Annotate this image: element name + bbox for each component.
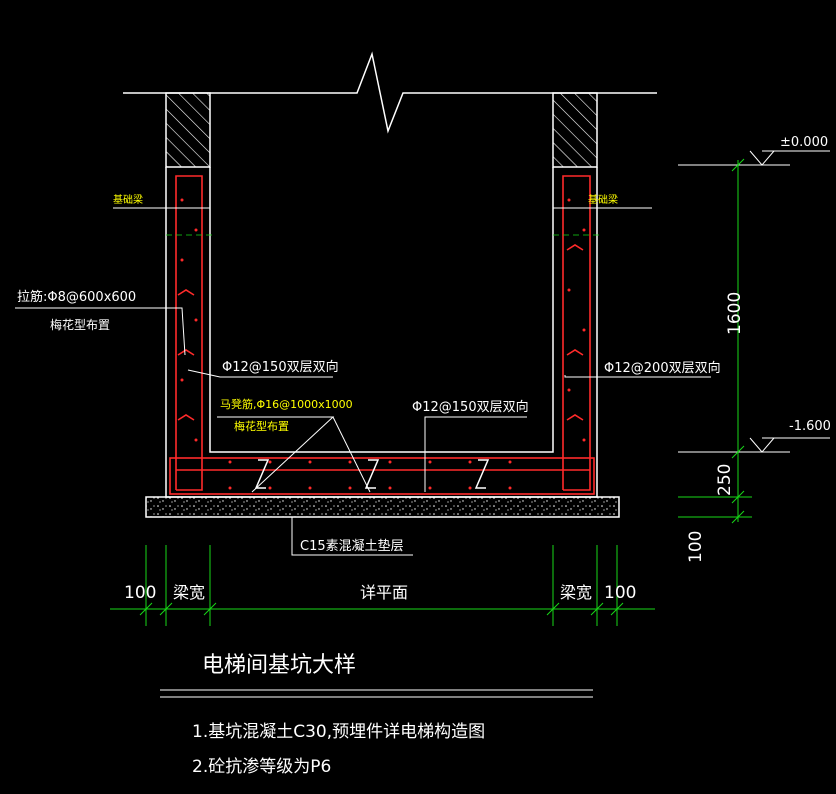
chair-bars [254, 459, 490, 489]
tie-bar-label: 拉筋:Φ8@600x600 [17, 289, 136, 305]
tie-bar-layout-label: 梅花型布置 [50, 317, 110, 332]
slab-rebar-label: Φ12@150双层双向 [412, 399, 529, 415]
dim-100-left: 100 [124, 583, 156, 603]
right-wall-hatch [552, 92, 598, 168]
ground-line [123, 51, 657, 134]
dim-1600: 1600 [725, 292, 745, 335]
cushion-label: C15素混凝土垫层 [300, 538, 404, 554]
note-2: 2.砼抗渗等级为P6 [192, 757, 331, 777]
chair-bar-label: 马凳筋,Φ16@1000x1000 [220, 397, 353, 411]
beam-label-left: 基础梁 [113, 193, 143, 206]
dim-100-right: 100 [604, 583, 636, 603]
wall-rebar-right-label: Φ12@200双层双向 [604, 360, 721, 376]
horizontal-dimensions [110, 545, 655, 626]
chair-bar-layout-label: 梅花型布置 [234, 419, 289, 433]
dim-see-plan: 详平面 [360, 583, 408, 602]
title-underline [160, 689, 593, 698]
elevation-pit-label: -1.600 [789, 419, 831, 434]
rebar-dots [180, 198, 586, 490]
left-wall-hatch [165, 92, 211, 168]
drawing-title: 电梯间基坑大样 [202, 653, 356, 678]
elevation-top-label: ±0.000 [780, 135, 828, 150]
vertical-dimensions [678, 158, 752, 524]
dim-250: 250 [715, 464, 735, 496]
beam-label-right: 基础梁 [588, 193, 618, 206]
dim-beam-width-left: 梁宽 [173, 583, 205, 602]
dim-100-vertical: 100 [686, 531, 706, 563]
cushion-layer [145, 496, 620, 518]
note-1: 1.基坑混凝土C30,预埋件详电梯构造图 [192, 722, 485, 742]
dim-beam-width-right: 梁宽 [560, 583, 592, 602]
leader-lines [15, 207, 711, 556]
wall-rebar-left-label: Φ12@150双层双向 [222, 359, 339, 375]
pit-outline [165, 167, 598, 498]
rebar [169, 175, 595, 495]
elevation-markers [678, 150, 830, 453]
